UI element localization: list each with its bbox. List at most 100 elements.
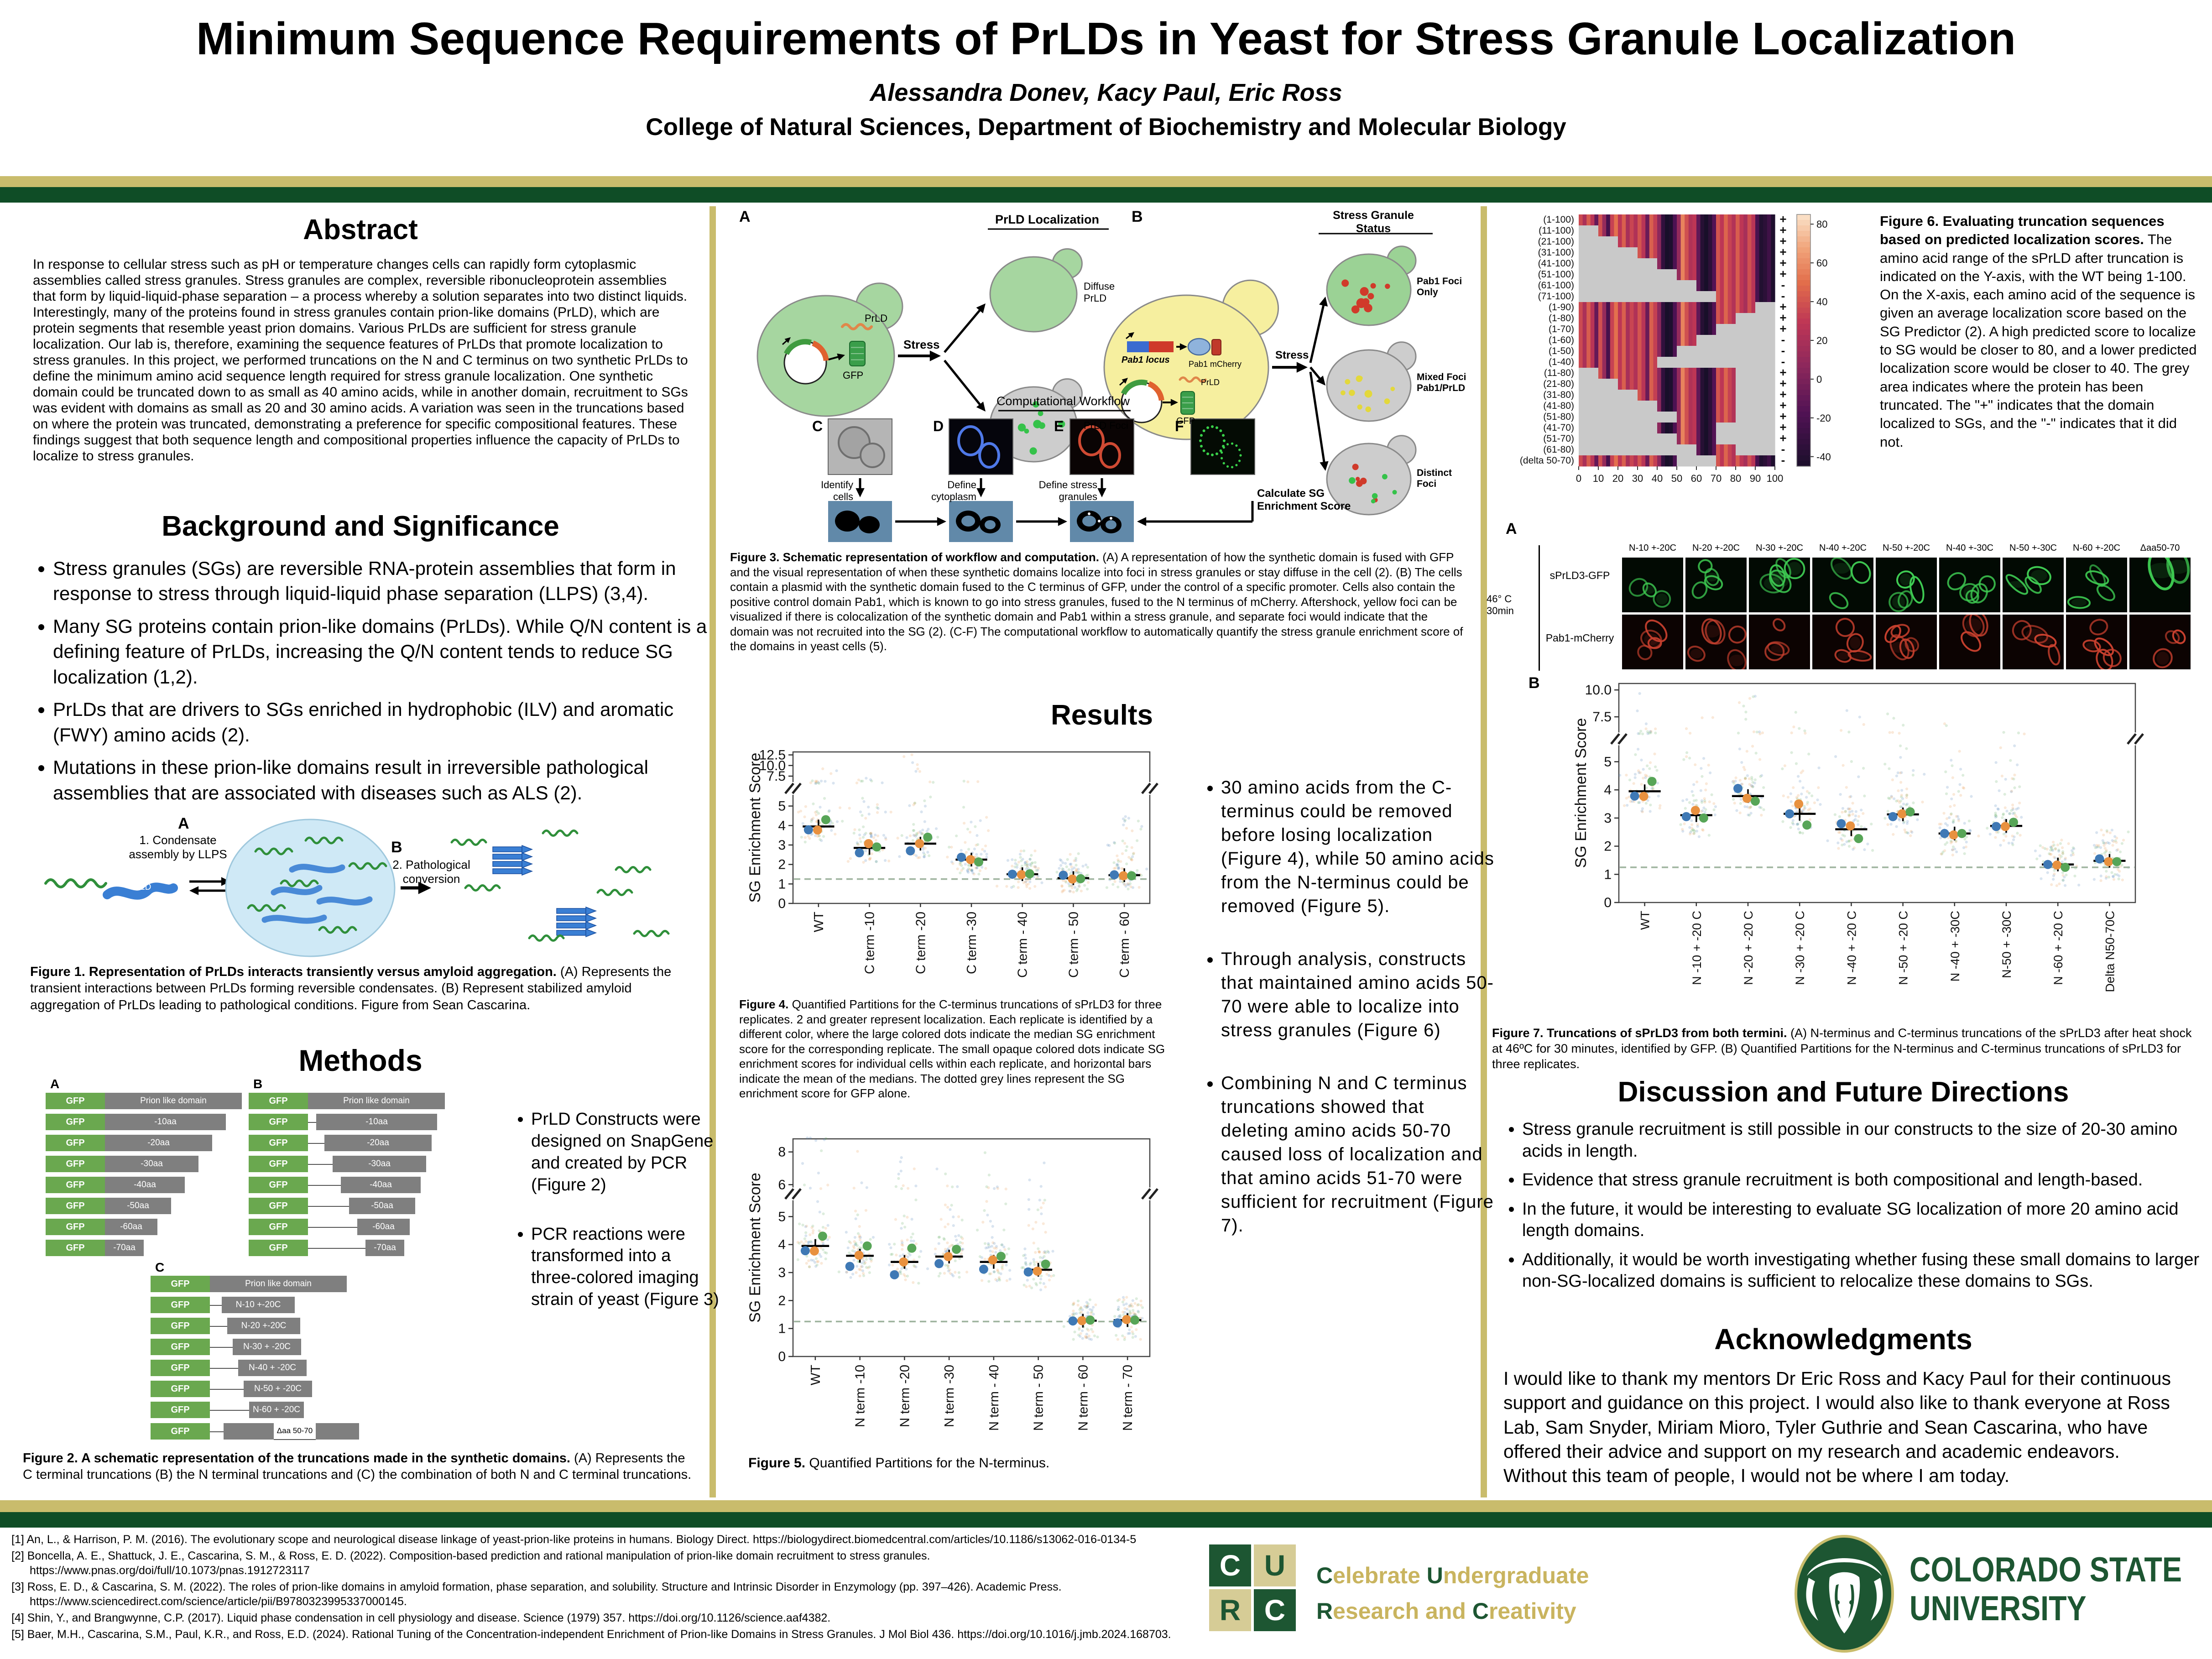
fig3-identify-cells: Identify cells [821, 479, 853, 502]
svg-text:0: 0 [1604, 895, 1612, 910]
gfp-box: GFP [46, 1219, 105, 1235]
footer-gold-stripe [0, 1500, 2212, 1512]
svg-text:12.5: 12.5 [759, 748, 786, 763]
gfp-box: GFP [46, 1198, 105, 1214]
figure1-schematic: A 1. Condensate assembly by LLPS B 2. Pa… [27, 815, 694, 961]
gfp-box: GFP [151, 1360, 210, 1376]
gfp-box: GFP [151, 1423, 210, 1440]
figure4-caption: Figure 4. Quantified Partitions for the … [739, 997, 1165, 1100]
fig1-prld-label: PrLD [131, 882, 151, 892]
domain-bar: Prion like domain [210, 1276, 347, 1292]
reference-item: [4] Shin, Y., and Brangwynne, C.P. (2017… [11, 1612, 831, 1624]
svg-text:8: 8 [778, 1145, 786, 1160]
csu-wordmark: COLORADO STATE UNIVERSITY [1909, 1550, 2212, 1628]
svg-text:N -50 + -20 C: N -50 + -20 C [1897, 911, 1910, 985]
fig7-col-label: Δaa50-70 [2140, 543, 2180, 553]
gfp-box: GFP [249, 1135, 308, 1151]
svg-text:1: 1 [1604, 867, 1612, 882]
fig2-construct-row: GFP-40aa [249, 1177, 445, 1193]
curc-wordmark: Celebrate Undergraduate Research and Cre… [1316, 1558, 1589, 1629]
svg-text:0: 0 [778, 896, 786, 911]
csu-line2: UNIVERSITY [1909, 1589, 2087, 1628]
svg-text:30: 30 [1632, 473, 1643, 484]
methods-heading: Methods [298, 1043, 423, 1077]
page-title: Minimum Sequence Requirements of PrLDs i… [196, 13, 2016, 64]
svg-text:2: 2 [778, 1293, 786, 1308]
bullet-item: Many SG proteins contain prion-like doma… [53, 614, 715, 689]
fig2-construct-row: GFP-40aa [46, 1177, 242, 1193]
reference-item: [3] Ross, E. D., & Cascarina, S. M. (202… [11, 1581, 1062, 1608]
svg-text:10.0: 10.0 [1585, 683, 1612, 698]
svg-text:(31-80): (31-80) [1543, 390, 1574, 400]
fig7-bracket [1539, 545, 1540, 671]
svg-text:+: + [1779, 431, 1786, 445]
svg-text:C term -10: C term -10 [863, 912, 877, 974]
svg-text:+: + [1779, 223, 1786, 237]
svg-text:SG Enrichment Score: SG Enrichment Score [746, 753, 764, 903]
svg-text:(delta 50-70): (delta 50-70) [1520, 455, 1574, 466]
gfp-box: GFP [151, 1381, 210, 1397]
fig3-label-e: E [1054, 418, 1064, 434]
svg-text:7.5: 7.5 [1592, 710, 1612, 725]
methods-bullets: PrLD Constructs were designed on SnapGen… [506, 1109, 719, 1318]
domain-bar: N-40 + -20C [238, 1360, 307, 1376]
fig7-label-b: B [1529, 674, 1540, 692]
fig6-svg: (1-100)+(11-100)+(21-100)+(31-100)+(41-1… [1520, 212, 1831, 484]
svg-text:2: 2 [1604, 839, 1612, 854]
results-bullets: 30 amino acids from the C-terminus could… [1195, 776, 1495, 1245]
svg-text:(51-80): (51-80) [1543, 412, 1574, 422]
svg-text:+: + [1779, 322, 1786, 335]
svg-text:+: + [1779, 376, 1786, 390]
gfp-box: GFP [249, 1114, 308, 1130]
fig2-construct-row: GFP-50aa [46, 1198, 242, 1214]
svg-text:+: + [1779, 420, 1786, 434]
fig3-sg-status: Stress Granule Status [1333, 209, 1414, 235]
svg-text:-40: -40 [1816, 451, 1831, 463]
gfp-box: GFP [151, 1297, 210, 1313]
fig3-label-c: C [812, 418, 823, 434]
svg-text:+: + [1779, 212, 1786, 226]
results-heading: Results [1051, 699, 1153, 731]
fig2-construct-row: GFP-20aa [249, 1135, 445, 1151]
bullet-item: PrLD Constructs were designed on SnapGen… [531, 1109, 719, 1196]
fig3-stress-b: Stress [1275, 349, 1309, 361]
background-heading: Background and Significance [162, 511, 559, 542]
bullet-item: Combining N and C terminus truncations s… [1221, 1071, 1495, 1237]
svg-text:N term -20: N term -20 [897, 1365, 912, 1427]
fig2-construct-row: GFP-70aa [46, 1240, 242, 1256]
fig3-prld-foci: PrLD Foci [1084, 420, 1128, 431]
fig2-construct-row: GFP-10aa [249, 1114, 445, 1130]
svg-text:WT: WT [809, 1365, 823, 1385]
fig2-construct-row: GFP-50aa [249, 1198, 445, 1214]
svg-text:+: + [1779, 387, 1786, 401]
svg-text:N term -30: N term -30 [942, 1365, 957, 1427]
figure6-caption: Figure 6. Evaluating truncation sequence… [1880, 213, 2197, 450]
domain-bar: N-60 + -20C [249, 1402, 304, 1418]
curc-logo: C U R C [1209, 1544, 1296, 1631]
svg-text:(31-100): (31-100) [1538, 247, 1574, 258]
fig7-col-label: N-50 +-20C [1883, 543, 1930, 553]
bullet-item: Stress granules (SGs) are reversible RNA… [53, 556, 715, 606]
svg-text:+: + [1779, 311, 1786, 324]
column-divider-right [1481, 206, 1487, 1497]
svg-text:3: 3 [778, 1265, 786, 1280]
svg-text:4: 4 [1604, 783, 1612, 798]
svg-text:+: + [1779, 267, 1786, 281]
fig3-calc-sg: Calculate SG Enrichment Score [1257, 487, 1351, 512]
gfp-box: GFP [46, 1135, 105, 1151]
csu-line1: COLORADO STATE [1909, 1550, 2182, 1589]
svg-text:+: + [1779, 365, 1786, 379]
svg-text:40: 40 [1652, 473, 1663, 484]
svg-text:(1-90): (1-90) [1549, 302, 1574, 313]
svg-text:C term - 60: C term - 60 [1117, 912, 1132, 978]
fig7-col-label: N-30 +-20C [1756, 543, 1803, 553]
svg-text:C term -20: C term -20 [913, 912, 928, 974]
domain-bar: N-30 + -20C [233, 1339, 301, 1355]
background-bullets: Stress granules (SGs) are reversible RNA… [27, 556, 715, 813]
